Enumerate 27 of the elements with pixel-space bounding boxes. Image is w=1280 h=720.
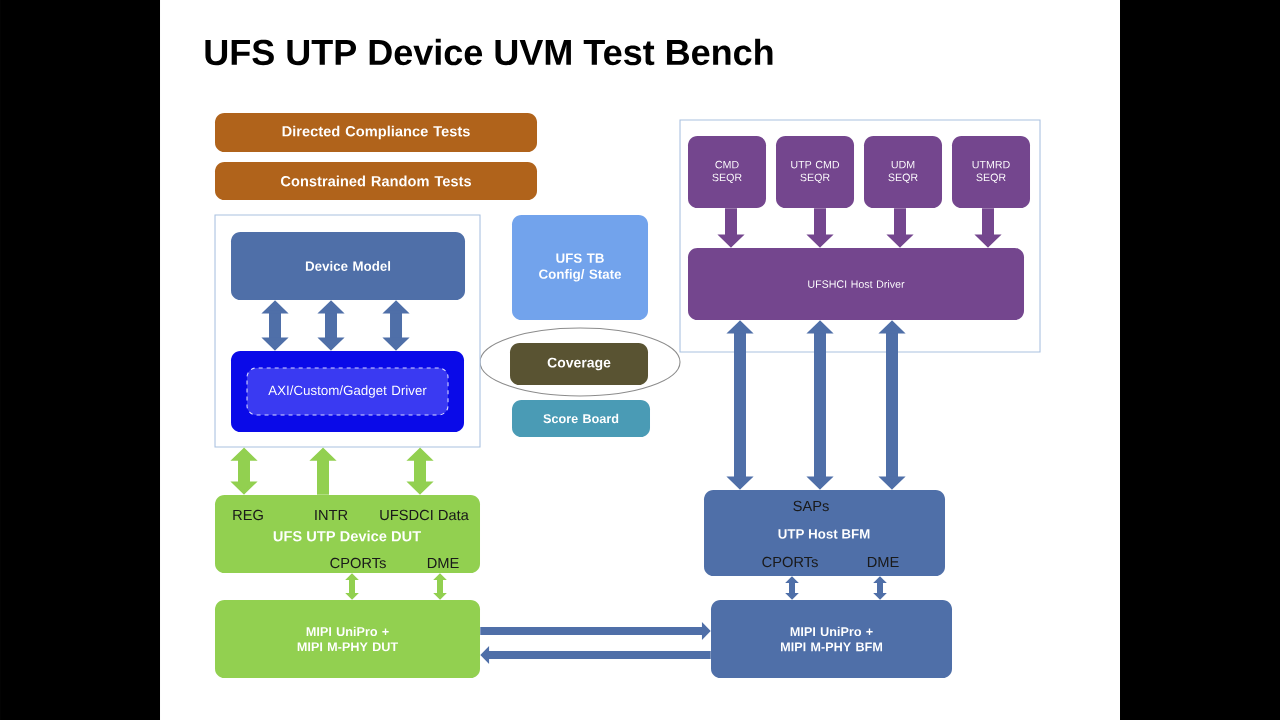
arrow [878, 320, 906, 490]
arrow [433, 573, 447, 600]
config-box: UFS TB Config/ State [512, 215, 648, 320]
bfm-box: SAPs UTP Host BFM CPORTs DME [704, 490, 945, 576]
driver-box: UFSHCI Host Driver [688, 248, 1024, 320]
arrow [317, 300, 345, 351]
coverage-box: Coverage [510, 343, 648, 385]
sequencer-box: UDM SEQR [864, 136, 942, 208]
driver-box: AXI/Custom/Gadget Driver [246, 367, 449, 416]
arrow [873, 576, 887, 600]
title: UFS UTP Device UVM Test Bench [205, 38, 773, 66]
phy-box: MIPI UniPro + MIPI M-PHY DUT [215, 600, 480, 678]
sequencer-box: UTMRD SEQR [952, 136, 1030, 208]
model-box: Device Model [231, 232, 465, 300]
test-box: Directed Compliance Tests [215, 113, 537, 152]
arrow [382, 300, 410, 351]
sequencer-box: CMD SEQR [688, 136, 766, 208]
arrow [785, 576, 799, 600]
arrow [261, 300, 289, 351]
scoreboard-box: Score Board [512, 400, 650, 437]
sequencer-box: UTP CMD SEQR [776, 136, 854, 208]
test-box: Constrained Random Tests [215, 162, 537, 200]
arrow [806, 320, 834, 490]
arrow [345, 573, 359, 600]
dut-box: REG INTR UFSDCI Data UFS UTP Device DUT CPORTs DME [215, 495, 480, 573]
phy-box: MIPI UniPro + MIPI M-PHY BFM [711, 600, 952, 678]
arrow [726, 320, 754, 490]
